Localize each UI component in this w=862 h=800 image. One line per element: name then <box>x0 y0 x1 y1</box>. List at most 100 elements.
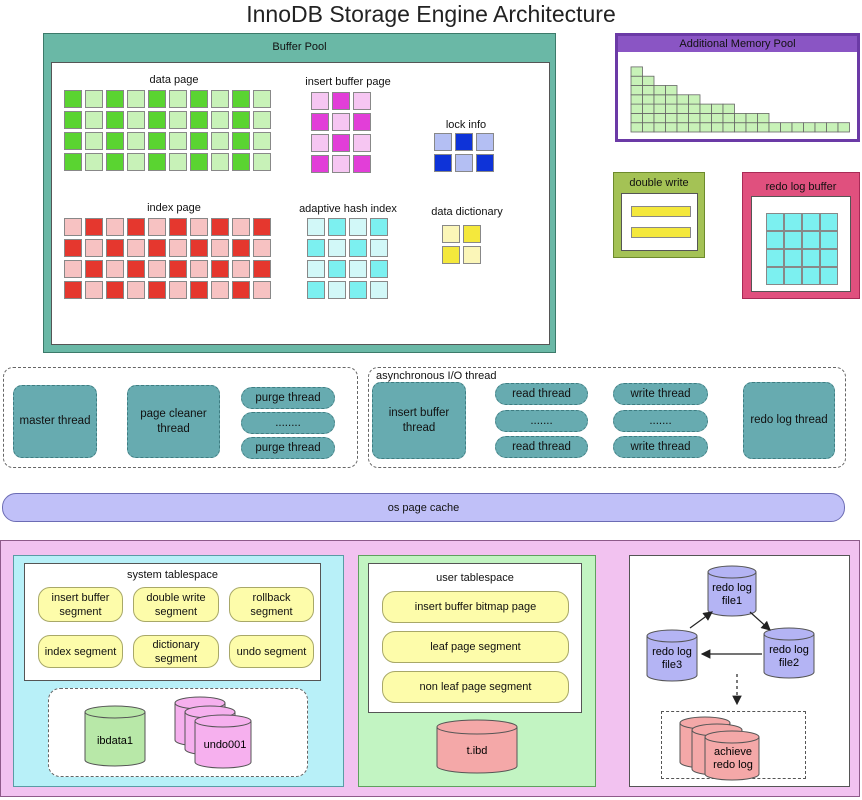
lock-info-cell <box>434 154 452 172</box>
redo-log-buffer-cell <box>802 249 820 267</box>
memory-block <box>642 103 655 114</box>
adaptive-hash-index-cell <box>370 239 388 257</box>
data-page-cell <box>85 111 103 129</box>
additional-memory-pool-label: Additional Memory Pool <box>679 38 796 50</box>
redo-log-buffer-cell <box>784 231 802 249</box>
lock-info-cell <box>434 133 452 151</box>
insert-buffer-page-cell <box>332 92 350 110</box>
index-page-grid <box>64 218 271 299</box>
purge-thread-2: purge thread <box>241 437 335 459</box>
data-page-cell <box>127 90 145 108</box>
memory-block <box>803 122 816 133</box>
adaptive-hash-index-grid <box>307 218 388 299</box>
data-page-cell <box>211 111 229 129</box>
data-page-cell <box>106 153 124 171</box>
lock-info-cell <box>476 133 494 151</box>
data-page-cell <box>64 111 82 129</box>
archive-redo-log-cylinder-icon <box>679 716 760 781</box>
index-page-cell <box>106 281 124 299</box>
insert-buffer-page-cell <box>311 113 329 131</box>
data-page-cell <box>190 111 208 129</box>
redo-log-file2-label-line2: file2 <box>779 657 799 669</box>
data-page-cell <box>211 90 229 108</box>
data-page-cell <box>85 132 103 150</box>
redo-log-buffer-label: redo log buffer <box>765 181 837 193</box>
index-page-cell <box>64 260 82 278</box>
memory-block <box>630 103 643 114</box>
additional-memory-pool-header <box>618 36 857 52</box>
memory-block <box>676 122 689 133</box>
adaptive-hash-index-cell <box>349 218 367 236</box>
index-page-cell <box>148 281 166 299</box>
double-write-label: double write <box>629 177 689 189</box>
adaptive-hash-index-cell <box>349 239 367 257</box>
index-page-cell <box>169 260 187 278</box>
redo-log-buffer-cell <box>802 231 820 249</box>
data-page-cell <box>148 111 166 129</box>
memory-block <box>734 122 747 133</box>
memory-block <box>722 122 735 133</box>
index-page-cell <box>169 281 187 299</box>
data-page-cell <box>64 90 82 108</box>
data-page-cell <box>253 153 271 171</box>
index-page-cell <box>169 218 187 236</box>
adaptive-hash-index-cell <box>307 281 325 299</box>
write-thread-1: write thread <box>613 383 708 405</box>
memory-block <box>676 103 689 114</box>
memory-block <box>653 103 666 114</box>
index-page-cell <box>148 239 166 257</box>
data-page-cell <box>148 90 166 108</box>
arrow-file3-to-file1 <box>689 611 713 629</box>
insert-buffer-bitmap-page: insert buffer bitmap page <box>382 591 569 623</box>
redo-log-buffer-cell <box>802 213 820 231</box>
memory-block <box>688 113 701 124</box>
memory-block <box>665 94 678 105</box>
index-page-cell <box>232 218 250 236</box>
redo-log-buffer-cell <box>766 213 784 231</box>
data-page-cell <box>106 132 124 150</box>
user-tablespace-label: user tablespace <box>436 572 514 584</box>
data-page-label: data page <box>149 74 199 86</box>
memory-block <box>768 122 781 133</box>
memory-block <box>653 94 666 105</box>
memory-block <box>688 122 701 133</box>
purge-thread-1: purge thread <box>241 387 335 409</box>
index-page-cell <box>64 239 82 257</box>
data-dictionary-cell <box>442 225 460 243</box>
adaptive-hash-index-cell <box>307 218 325 236</box>
memory-block <box>630 113 643 124</box>
insert-buffer-segment: insert buffer segment <box>38 587 123 622</box>
redo-log-buffer-cell <box>766 249 784 267</box>
master-thread: master thread <box>13 385 97 458</box>
index-page-cell <box>85 281 103 299</box>
archive-redo-log-label-line1: achieve <box>714 746 752 758</box>
index-page-cell <box>253 239 271 257</box>
adaptive-hash-index-cell <box>328 218 346 236</box>
index-page-cell <box>127 281 145 299</box>
index-page-cell <box>253 260 271 278</box>
redo-log-file3-label-line1: redo log <box>652 646 692 658</box>
t-ibd-label: t.ibd <box>467 745 488 757</box>
memory-block <box>711 122 724 133</box>
dictionary-segment: dictionary segment <box>133 635 219 668</box>
adaptive-hash-index-cell <box>349 281 367 299</box>
leaf-page-segment: leaf page segment <box>382 631 569 663</box>
index-page-cell <box>106 239 124 257</box>
data-page-cell <box>169 111 187 129</box>
adaptive-hash-index-label: adaptive hash index <box>299 203 397 215</box>
memory-block <box>699 103 712 114</box>
arrow-file1-to-file2 <box>749 611 771 631</box>
redo-log-buffer-cell <box>766 231 784 249</box>
data-page-grid <box>64 90 271 171</box>
adaptive-hash-index-cell <box>370 260 388 278</box>
memory-block <box>814 122 827 133</box>
redo-log-file3-cylinder-icon <box>646 629 698 682</box>
index-page-cell <box>85 218 103 236</box>
redo-log-buffer-cell <box>820 213 838 231</box>
adaptive-hash-index-cell <box>349 260 367 278</box>
index-page-cell <box>232 260 250 278</box>
memory-block <box>722 113 735 124</box>
memory-block <box>837 122 850 133</box>
index-page-cell <box>232 239 250 257</box>
background-threads-group <box>3 367 358 468</box>
